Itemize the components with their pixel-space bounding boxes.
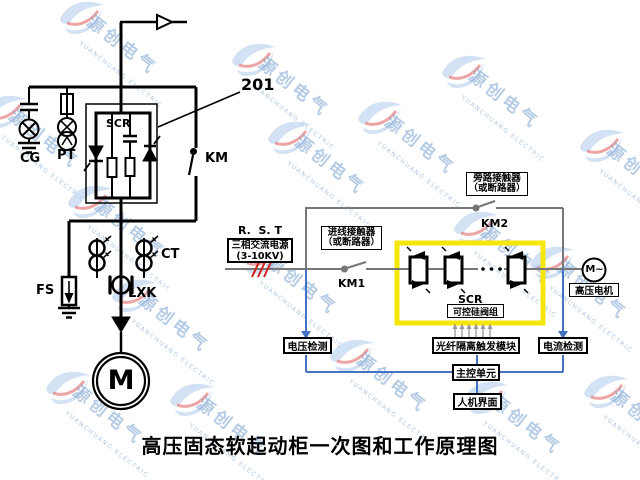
incoming-feeder-line bbox=[119, 13, 187, 113]
km2-blade-icon bbox=[477, 200, 496, 208]
page-title: 高压固态软起动柜一次图和工作原理图 bbox=[141, 434, 499, 458]
arrow-down-icon bbox=[558, 331, 568, 339]
main-control-unit-box: 主控单元 bbox=[452, 364, 500, 381]
incoming-contactor-box: 进线接触器 （或断路器） bbox=[321, 226, 382, 250]
lxk-label: LXK bbox=[128, 286, 157, 301]
power-source-box: 三相交流电源 (3-10KV) bbox=[227, 238, 293, 263]
ct-group-1 bbox=[88, 235, 112, 278]
hv-motor-box: 高压电机 bbox=[569, 283, 619, 297]
km-switch-branch bbox=[187, 87, 198, 221]
scr-valve-box: 可控硅阀组 bbox=[447, 304, 504, 318]
scr-label-left: SCR bbox=[106, 117, 131, 130]
pt-branch bbox=[57, 87, 77, 151]
fs-arrester-branch bbox=[58, 221, 80, 319]
thyristor-up-icon bbox=[142, 146, 158, 162]
motor-symbol bbox=[91, 332, 151, 411]
fuse-icon bbox=[60, 93, 74, 115]
switch-pivot-dot bbox=[341, 265, 348, 273]
cg-label: CG bbox=[20, 151, 41, 166]
control-lines bbox=[301, 269, 568, 393]
resistor-icon bbox=[124, 157, 136, 177]
thyristor-module-icon bbox=[441, 246, 466, 294]
motor-circle-icon bbox=[91, 351, 151, 411]
ct-icon bbox=[135, 254, 153, 272]
motor-letter: M bbox=[107, 365, 135, 396]
bypass-contactor-box: 旁路接触器 （或断路器） bbox=[466, 172, 528, 196]
hv-motor-circle-icon bbox=[581, 257, 607, 283]
feeder-number-label: 201 bbox=[241, 75, 275, 94]
current-detection-box: 电流检测 bbox=[538, 337, 588, 354]
cg-live-indicator-branch bbox=[18, 87, 40, 154]
thyristor-module-icon bbox=[406, 246, 431, 294]
km-label: KM bbox=[205, 151, 229, 166]
scr-label-right: SCR bbox=[458, 293, 483, 306]
switch-pivot-dot bbox=[190, 148, 197, 155]
thyristor-module-icon bbox=[504, 246, 529, 294]
km1-label: KM1 bbox=[338, 277, 366, 290]
principle-diagram bbox=[225, 200, 607, 393]
ct-group-2 bbox=[135, 235, 159, 278]
ct-label: CT bbox=[161, 247, 180, 262]
hmi-box: 人机界面 bbox=[453, 393, 502, 410]
pt-label: PT bbox=[57, 148, 76, 163]
km2-label: KM2 bbox=[481, 217, 509, 230]
motor-symbol-label: M~ bbox=[585, 264, 604, 275]
switch-pivot-dot bbox=[472, 204, 480, 212]
scr-stack-box bbox=[83, 103, 161, 221]
bypass-line bbox=[305, 207, 474, 269]
voltage-detection-box: 电压检测 bbox=[283, 337, 332, 354]
feeder-direction-arrow-icon bbox=[156, 13, 175, 31]
fiber-trigger-module-box: 光纤隔离触发模块 bbox=[432, 337, 520, 354]
flow-arrow-down-icon bbox=[111, 316, 131, 333]
trigger-arrows bbox=[452, 323, 493, 338]
switch-blade-icon bbox=[187, 154, 195, 176]
resistor-icon bbox=[106, 157, 118, 178]
fs-label: FS bbox=[36, 283, 55, 298]
thyristor-down-icon bbox=[88, 145, 104, 161]
arrow-down-icon bbox=[301, 331, 311, 339]
scr-modules bbox=[406, 246, 529, 294]
three-phase-marks bbox=[251, 261, 272, 278]
phase-sequence-label: R. S. T bbox=[238, 224, 282, 237]
one-line-diagram bbox=[18, 13, 241, 411]
feeder-number-pointer-line bbox=[157, 91, 241, 128]
km1-blade-icon bbox=[346, 261, 367, 269]
ct-icon bbox=[88, 254, 106, 272]
